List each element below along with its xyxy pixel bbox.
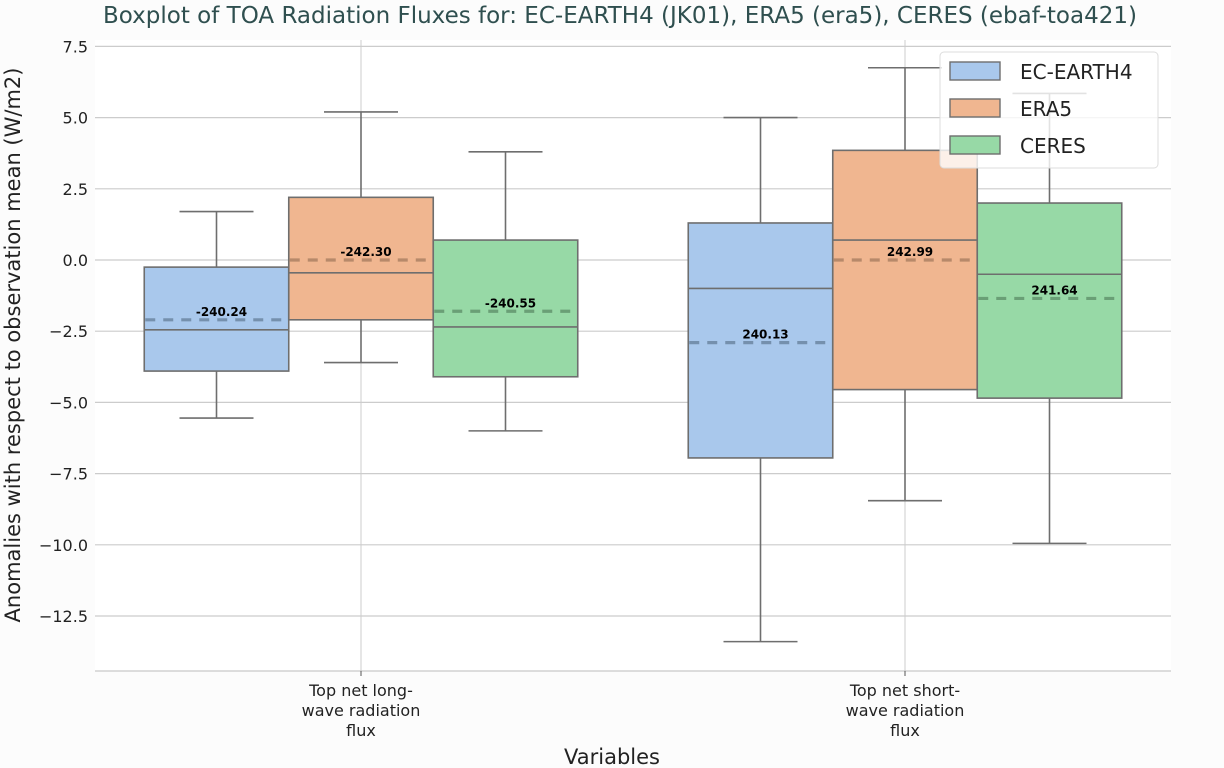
legend-swatch bbox=[949, 61, 1001, 81]
y-tick-label: 2.5 bbox=[63, 180, 88, 199]
x-tick-label: Top net short- bbox=[849, 681, 960, 700]
y-axis-label: Anomalies with respect to observation me… bbox=[1, 68, 25, 623]
y-tick-label: −10.0 bbox=[39, 536, 88, 555]
legend-item-era5: ERA5 bbox=[949, 97, 1072, 121]
y-tick-label: 5.0 bbox=[63, 109, 88, 128]
legend-swatch bbox=[949, 135, 1001, 155]
mean-label: 242.99 bbox=[887, 245, 933, 259]
legend-label: EC-EARTH4 bbox=[1020, 60, 1133, 84]
legend-label: ERA5 bbox=[1020, 97, 1072, 121]
legend-label: CERES bbox=[1020, 134, 1086, 158]
box-era5: -242.30 bbox=[287, 111, 435, 364]
box-groups: -240.24 -242.30 -240.55 240.13 242.99 241.64 bbox=[143, 66, 1123, 643]
legend-item-ceres: CERES bbox=[949, 134, 1086, 158]
legend-swatch bbox=[949, 98, 1001, 118]
x-tick-label: wave radiation bbox=[846, 701, 965, 720]
category-group: 240.13 242.99 241.64 bbox=[687, 66, 1123, 643]
x-axis-label: Variables bbox=[564, 745, 660, 768]
y-tick-label: −12.5 bbox=[39, 607, 88, 626]
box-ec-earth4: -240.24 bbox=[143, 210, 290, 419]
y-tick-labels: 7.5 5.0 2.5 0.0 −2.5 −5.0 −7.5 −10.0 −12.5 bbox=[39, 37, 88, 626]
y-tick-label: 7.5 bbox=[63, 37, 88, 56]
box-ceres: -240.55 bbox=[432, 150, 579, 432]
y-tick-label: −2.5 bbox=[49, 322, 88, 341]
x-tick-label: flux bbox=[346, 721, 376, 740]
mean-label: 240.13 bbox=[742, 328, 788, 342]
mean-label: 241.64 bbox=[1031, 283, 1077, 297]
legend-item-ec-earth4: EC-EARTH4 bbox=[949, 60, 1133, 84]
category-group: -240.24 -242.30 -240.55 bbox=[143, 111, 579, 432]
x-tick-label: flux bbox=[890, 721, 920, 740]
x-tick-label: wave radiation bbox=[302, 701, 421, 720]
mean-label: -242.30 bbox=[340, 245, 391, 259]
x-tick-label: Top net long- bbox=[308, 681, 413, 700]
y-tick-label: −7.5 bbox=[49, 465, 88, 484]
mean-label: -240.24 bbox=[196, 305, 247, 319]
box-ec-earth4: 240.13 bbox=[687, 116, 834, 643]
y-tick-label: 0.0 bbox=[63, 251, 88, 270]
chart-title: Boxplot of TOA Radiation Fluxes for: EC-… bbox=[103, 3, 1137, 29]
mean-label: -240.55 bbox=[485, 296, 536, 310]
y-tick-label: −5.0 bbox=[49, 393, 88, 412]
